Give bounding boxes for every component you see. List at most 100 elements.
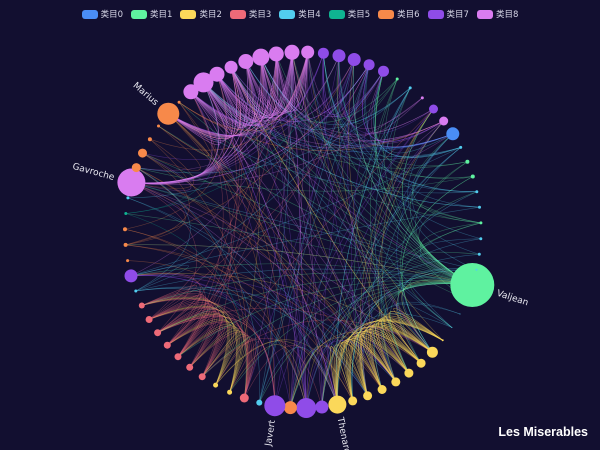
graph-node[interactable]	[163, 341, 171, 349]
graph-node-valjean[interactable]	[450, 263, 495, 307]
legend-label: 类目4	[298, 10, 321, 20]
graph-node[interactable]	[123, 227, 127, 232]
legend-item-3[interactable]: 类目3	[229, 8, 271, 20]
graph-node[interactable]	[459, 145, 463, 149]
graph-node[interactable]	[126, 259, 130, 263]
graph-node[interactable]	[315, 400, 329, 414]
graph-node[interactable]	[446, 127, 460, 141]
graph-node[interactable]	[466, 299, 468, 301]
graph-link	[157, 308, 218, 368]
graph-link	[131, 82, 220, 185]
graph-node[interactable]	[268, 46, 284, 62]
graph-node[interactable]	[174, 353, 182, 361]
legend-item-1[interactable]: 类目1	[131, 8, 172, 20]
graph-node[interactable]	[426, 346, 438, 358]
graph-node[interactable]	[391, 377, 401, 387]
graph-node[interactable]	[378, 65, 389, 77]
graph-node[interactable]	[124, 269, 138, 283]
graph-link	[168, 113, 477, 194]
graph-node[interactable]	[213, 382, 219, 388]
graph-node-javert[interactable]	[264, 395, 286, 417]
graph-link	[216, 52, 309, 119]
graph-node[interactable]	[198, 373, 206, 381]
graph-node[interactable]	[479, 237, 483, 241]
legend-item-5[interactable]: 类目5	[328, 8, 370, 20]
graph-link	[148, 307, 248, 399]
graph-link	[307, 52, 323, 408]
graph-node[interactable]	[147, 137, 152, 142]
graph-node[interactable]	[252, 48, 270, 66]
graph-link	[203, 67, 248, 126]
graph-node[interactable]	[284, 44, 300, 60]
graph-node[interactable]	[186, 363, 194, 371]
graph-node[interactable]	[224, 60, 238, 74]
graph-node[interactable]	[439, 116, 449, 126]
graph-node[interactable]	[470, 174, 475, 179]
graph-node[interactable]	[145, 316, 153, 323]
graph-node[interactable]	[475, 190, 479, 194]
legend-item-4[interactable]: 类目4	[279, 8, 321, 20]
graph-node[interactable]	[301, 45, 315, 59]
graph-node[interactable]	[363, 391, 373, 401]
graph-link	[305, 340, 397, 409]
graph-node[interactable]	[459, 313, 461, 315]
graph-link	[336, 331, 422, 405]
graph-node[interactable]	[138, 302, 145, 309]
graph-link	[259, 283, 473, 403]
graph-node[interactable]	[126, 196, 130, 200]
graph-node[interactable]	[131, 163, 141, 173]
graph-node[interactable]	[451, 327, 453, 328]
graph-node[interactable]	[283, 401, 297, 415]
graph-node[interactable]	[123, 242, 128, 247]
legend-item-2[interactable]: 类目2	[180, 8, 222, 20]
graph-node[interactable]	[395, 77, 399, 81]
graph-node[interactable]	[227, 389, 233, 395]
legend-item-0[interactable]: 类目0	[81, 8, 123, 20]
graph-link	[321, 283, 473, 408]
graph-link	[148, 302, 216, 368]
graph-node[interactable]	[408, 86, 412, 90]
graph-node[interactable]	[256, 399, 263, 406]
graph-node[interactable]	[347, 53, 361, 66]
graph-link	[321, 222, 481, 408]
graph-node[interactable]	[416, 358, 426, 368]
graph-link	[290, 332, 422, 408]
graph-node[interactable]	[138, 148, 147, 158]
graph-node[interactable]	[429, 104, 438, 114]
graph-node[interactable]	[239, 393, 249, 403]
legend-item-7[interactable]: 类目7	[427, 8, 469, 20]
graph-node[interactable]	[465, 159, 470, 164]
graph-link	[338, 55, 434, 135]
graph-node[interactable]	[441, 339, 444, 342]
graph-node[interactable]	[475, 268, 478, 271]
graph-node-thenardier[interactable]	[328, 395, 347, 414]
graph-node[interactable]	[209, 66, 225, 82]
graph-node[interactable]	[157, 124, 160, 128]
graph-node[interactable]	[332, 49, 346, 63]
graph-link	[374, 282, 473, 390]
graph-node[interactable]	[477, 252, 481, 256]
graph-node[interactable]	[134, 289, 138, 293]
graph-node[interactable]	[420, 96, 424, 100]
graph-node[interactable]	[404, 368, 414, 378]
graph-node[interactable]	[296, 398, 317, 418]
graph-node-gavroche[interactable]	[117, 168, 146, 197]
graph-node[interactable]	[177, 100, 181, 104]
graph-node[interactable]	[183, 84, 199, 100]
graph-node[interactable]	[154, 329, 162, 337]
graph-node[interactable]	[348, 396, 358, 406]
graph-link	[338, 55, 468, 167]
graph-node[interactable]	[479, 221, 483, 225]
legend-item-8[interactable]: 类目8	[476, 8, 518, 20]
graph-node[interactable]	[238, 54, 254, 69]
graph-node[interactable]	[317, 47, 329, 59]
graph-node[interactable]	[363, 59, 375, 71]
graph-node[interactable]	[124, 212, 128, 215]
graph-node[interactable]	[478, 205, 481, 209]
legend-item-6[interactable]: 类目6	[378, 8, 420, 20]
graph-link	[337, 320, 443, 405]
graph-node[interactable]	[377, 385, 387, 394]
graph-link	[374, 71, 473, 286]
graph-node[interactable]	[193, 72, 214, 93]
graph-node-marius[interactable]	[157, 102, 180, 125]
